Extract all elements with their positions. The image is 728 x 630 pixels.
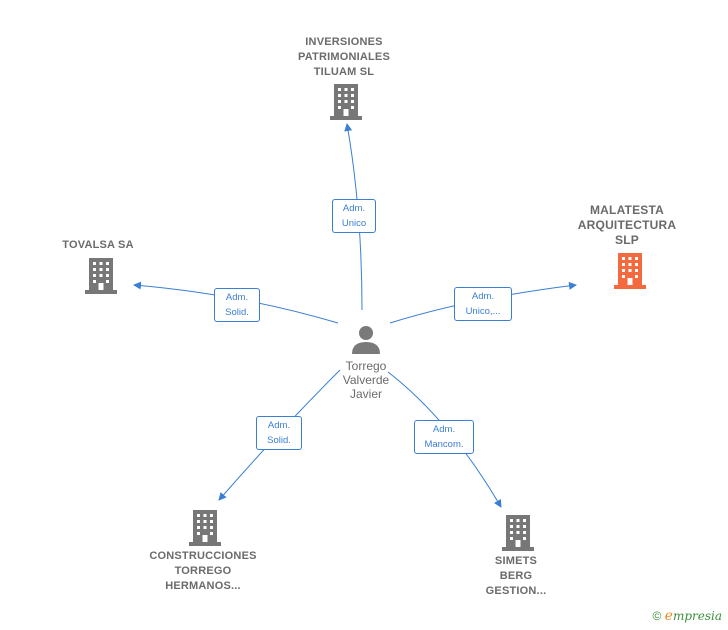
relation-label-line: Solid. xyxy=(225,307,249,318)
person-name-line: Valverde xyxy=(342,373,390,387)
company-name-line: GESTION... xyxy=(485,585,547,597)
company-name-line: CONSTRUCCIONES xyxy=(149,550,257,562)
relation-label-line: Unico xyxy=(341,218,367,229)
building-icon[interactable] xyxy=(330,84,362,120)
company-label-tovalsa[interactable]: TOVALSA SA xyxy=(48,238,148,253)
brand-name: mpresia xyxy=(672,609,722,623)
person-icon[interactable] xyxy=(351,324,381,354)
relation-label-line: Unico,... xyxy=(465,306,501,317)
company-name-line: HERMANOS... xyxy=(165,580,241,592)
relation-label-tovalsa[interactable]: Adm. Solid. xyxy=(214,288,260,322)
relation-label-line: Adm. xyxy=(267,420,291,431)
company-name-line: BERG xyxy=(499,570,533,582)
company-name-line: ARQUITECTURA xyxy=(577,218,677,232)
company-name-line: PATRIMONIALES xyxy=(297,51,391,63)
company-name-line: TORREGO xyxy=(174,565,232,577)
relation-label-line: Adm. xyxy=(432,424,456,435)
company-name-line: MALATESTA xyxy=(589,203,664,217)
company-name-line: TOVALSA SA xyxy=(62,239,134,251)
company-label-inversiones[interactable]: INVERSIONES PATRIMONIALES TILUAM SL xyxy=(284,35,404,80)
footer-brand: © empresia xyxy=(652,608,722,624)
company-label-malatesta[interactable]: MALATESTA ARQUITECTURA SLP xyxy=(567,203,687,248)
relation-label-line: Adm. xyxy=(471,291,495,302)
relation-label-line: Mancom. xyxy=(424,439,464,450)
person-name-line: Torrego xyxy=(345,359,387,373)
person-name[interactable]: Torrego Valverde Javier xyxy=(316,359,416,401)
relation-label-line: Adm. xyxy=(225,292,249,303)
copyright-icon: © xyxy=(652,609,662,623)
company-label-construcciones[interactable]: CONSTRUCCIONES TORREGO HERMANOS... xyxy=(138,549,268,594)
building-icon[interactable] xyxy=(614,253,646,289)
company-label-simets[interactable]: SIMETS BERG GESTION... xyxy=(466,554,566,599)
building-icon[interactable] xyxy=(85,258,117,294)
building-icon[interactable] xyxy=(189,510,221,546)
relation-label-construcciones[interactable]: Adm. Solid. xyxy=(256,416,302,450)
relation-label-inversiones[interactable]: Adm. Unico xyxy=(332,199,376,233)
person-name-line: Javier xyxy=(349,387,382,401)
relation-label-simets[interactable]: Adm. Mancom. xyxy=(414,420,474,454)
company-name-line: TILUAM SL xyxy=(313,66,375,78)
building-icon[interactable] xyxy=(502,515,534,551)
company-name-line: INVERSIONES xyxy=(305,36,383,48)
company-name-line: SLP xyxy=(615,233,639,247)
company-name-line: SIMETS xyxy=(494,555,538,567)
relation-label-malatesta[interactable]: Adm. Unico,... xyxy=(454,287,512,321)
relation-label-line: Adm. xyxy=(342,203,366,214)
brand-initial: e xyxy=(664,608,673,624)
relation-label-line: Solid. xyxy=(267,435,291,446)
